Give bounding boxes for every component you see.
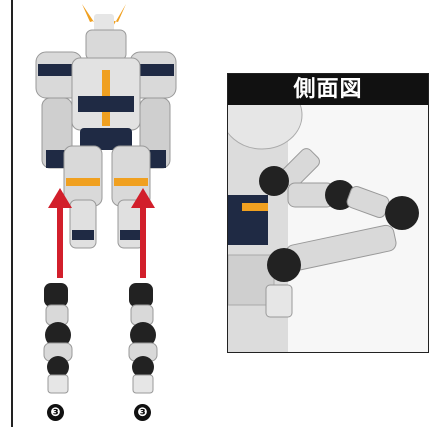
side-view-title: 側面図 — [228, 74, 428, 105]
side-view-panel: 側面図 — [227, 73, 429, 353]
step-badge-left: ❸ — [47, 404, 64, 421]
leg-part-right — [128, 283, 158, 394]
arrow-up-right — [131, 188, 155, 278]
robot-figure-back-view — [35, 4, 177, 249]
side-view-photo — [228, 105, 428, 352]
step-badge-right: ❸ — [134, 404, 151, 421]
arrow-up-left — [48, 188, 72, 278]
frame-divider-line — [11, 0, 13, 427]
leg-part-left — [43, 283, 73, 394]
